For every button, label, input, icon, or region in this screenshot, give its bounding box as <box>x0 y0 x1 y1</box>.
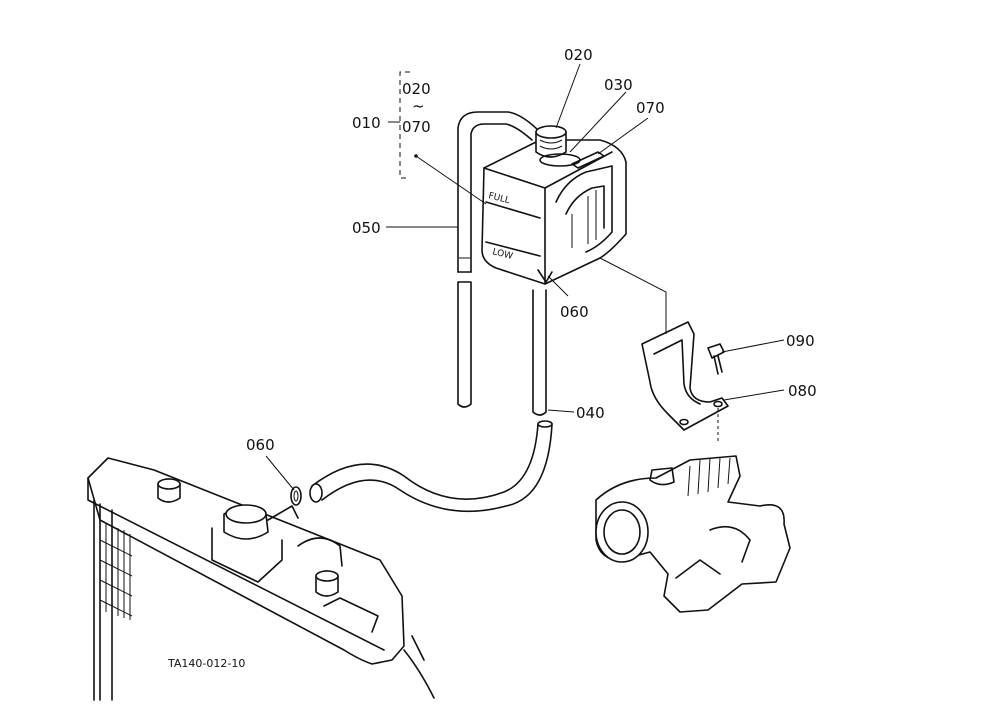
bolt-090 <box>707 343 725 375</box>
bracket-080 <box>641 321 729 444</box>
label-020-cap: 020 <box>564 46 593 64</box>
plate-070 <box>571 151 605 169</box>
hose-040 <box>309 289 553 513</box>
figure-reference: TA140-012-10 <box>167 657 245 670</box>
hose-clip-060 <box>290 486 302 506</box>
label-010: 010 <box>352 114 381 132</box>
label-040: 040 <box>576 404 605 422</box>
label-030: 030 <box>604 76 633 94</box>
reservoir-cap-020 <box>535 125 567 158</box>
label-060-radiator: 060 <box>246 436 275 454</box>
label-090: 090 <box>786 332 815 350</box>
label-020-bracket: 020 <box>402 80 431 98</box>
low-mark: LOW <box>491 247 514 262</box>
label-070: 070 <box>636 99 665 117</box>
leader-lines <box>265 63 785 491</box>
label-tilde: ~ <box>412 97 425 115</box>
label-050: 050 <box>352 219 381 237</box>
label-070-bracket: 070 <box>402 118 431 136</box>
engine-thermostat-housing <box>595 455 791 613</box>
overflow-hose-050 <box>457 111 541 408</box>
label-060-tank: 060 <box>560 303 589 321</box>
radiator <box>87 457 435 701</box>
reservoir-tank <box>481 139 627 285</box>
label-080: 080 <box>788 382 817 400</box>
